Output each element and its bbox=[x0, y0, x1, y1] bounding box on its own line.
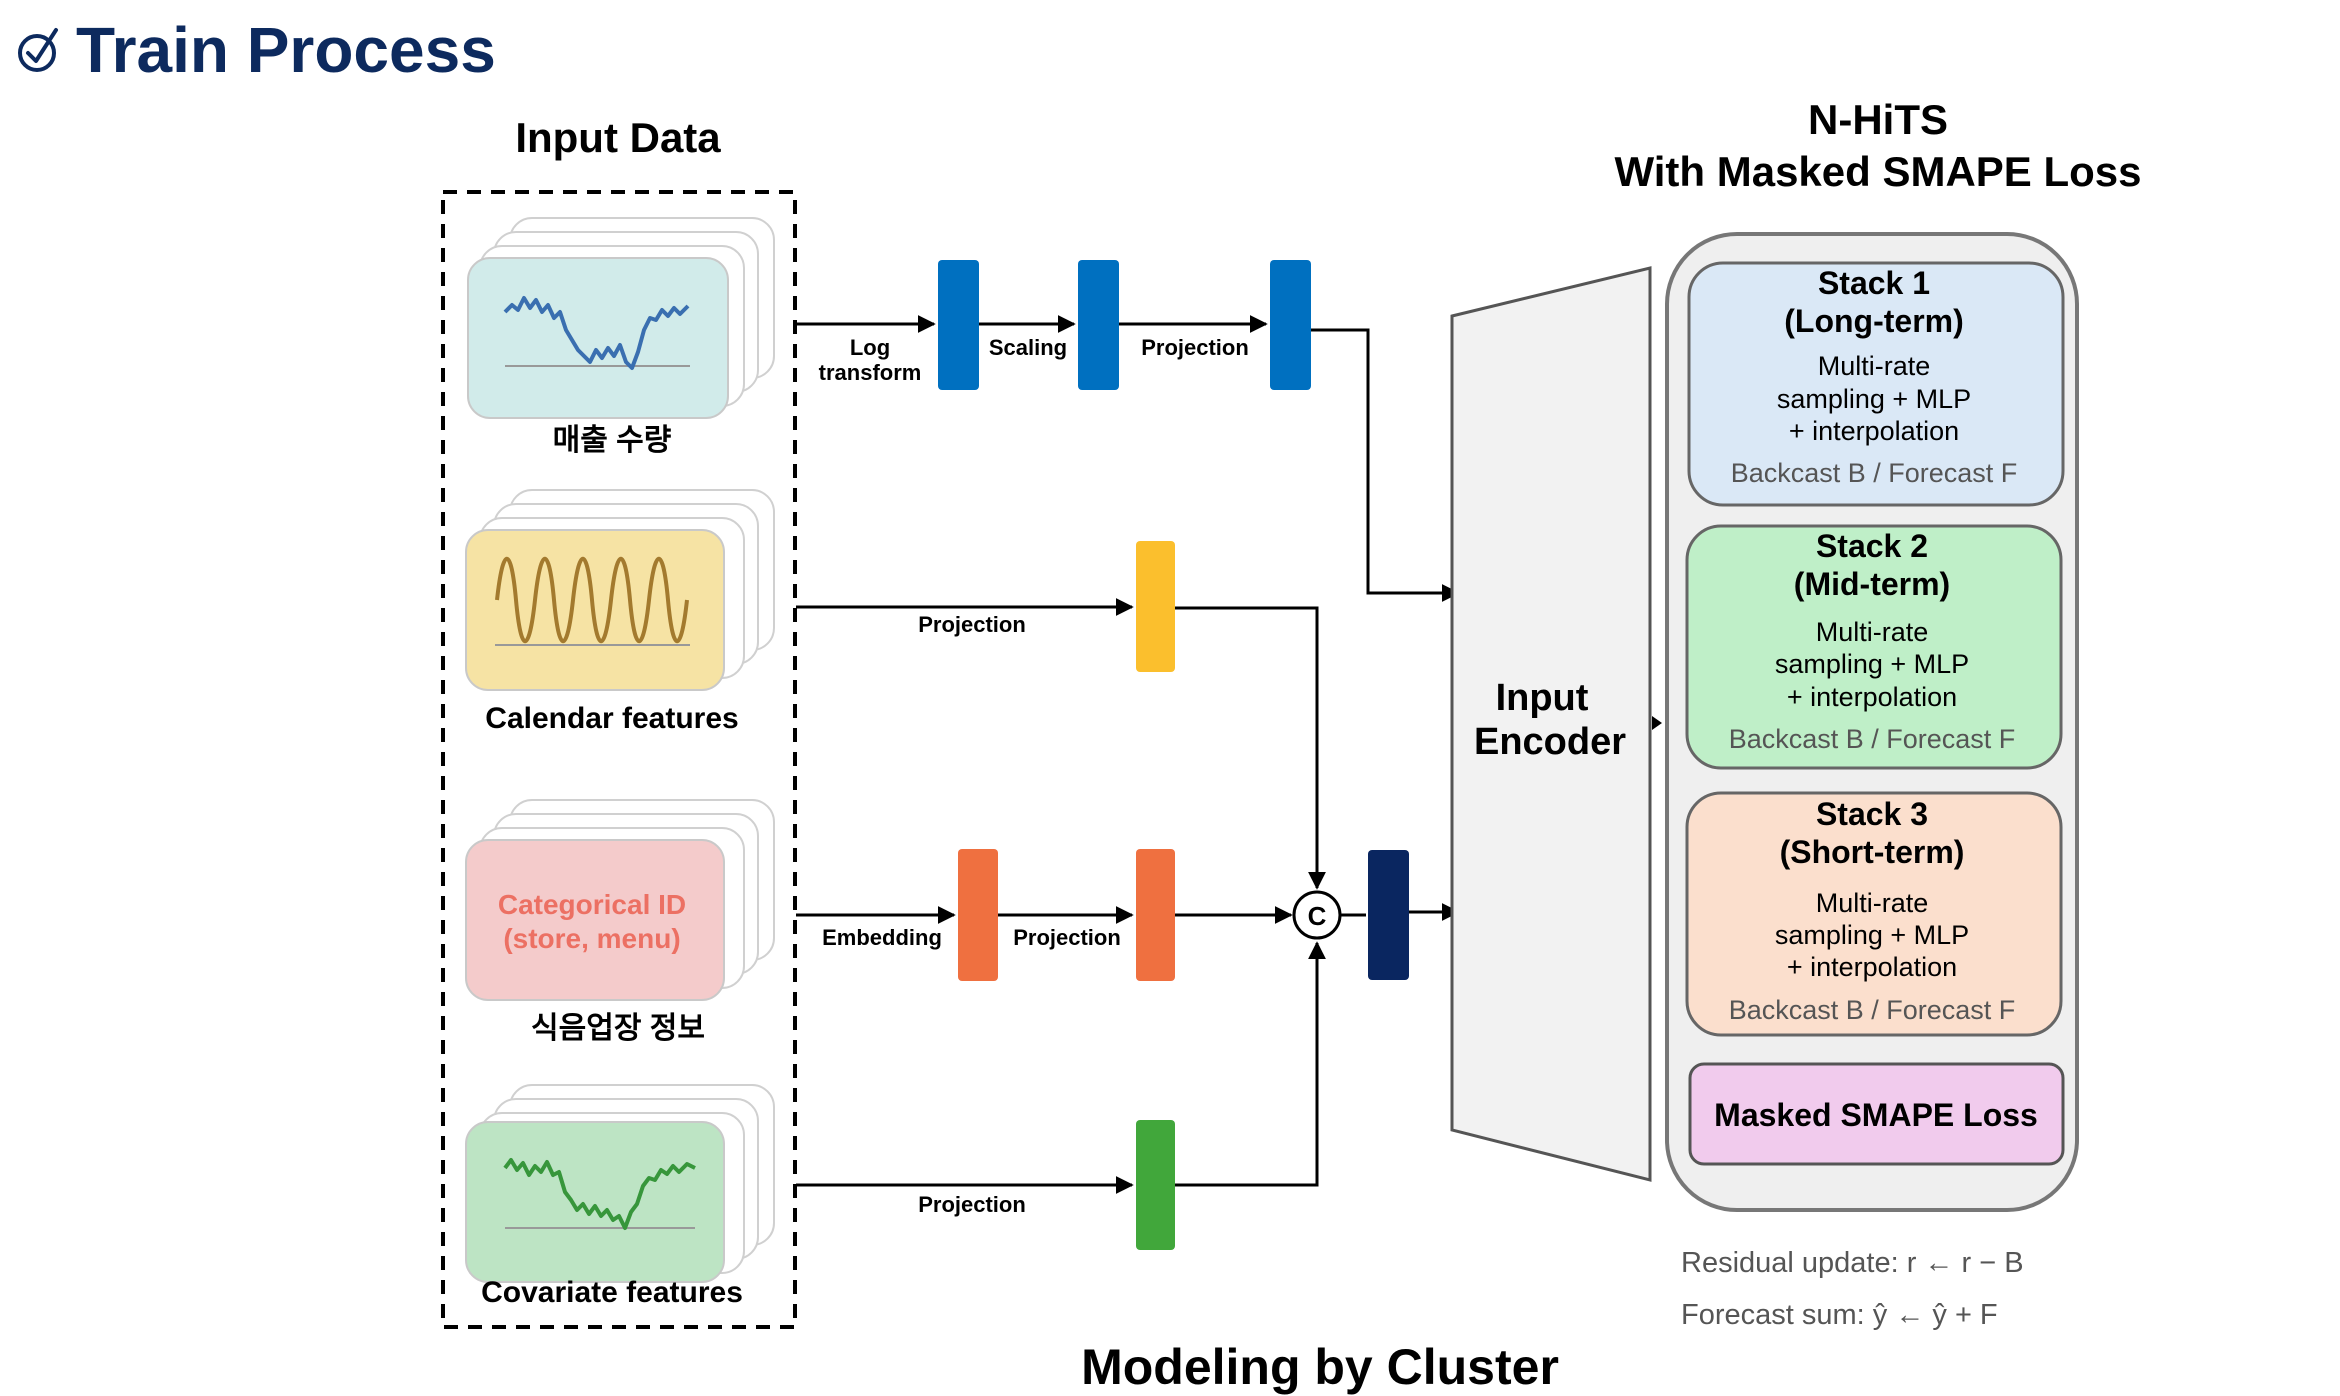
input-label-calendar: Calendar features bbox=[485, 702, 738, 735]
row4-step1-label: Projection bbox=[918, 1192, 1026, 1217]
row3-step2-label: Projection bbox=[1013, 925, 1121, 950]
stack-3-desc-1: Multi-rate bbox=[1816, 888, 1929, 918]
stack-2-card bbox=[1685, 524, 2063, 770]
stack-1-desc-1: Multi-rate bbox=[1818, 351, 1931, 381]
input-card-stack-categorical bbox=[465, 799, 775, 1001]
footer-title: Modeling by Cluster bbox=[1081, 1339, 1559, 1395]
stack-2-footer: Backcast B / Forecast F bbox=[1729, 724, 2016, 754]
categorical-card-text-1: Categorical ID bbox=[498, 889, 686, 920]
stack-2-desc-2: sampling + MLP bbox=[1775, 649, 1969, 679]
residual-note: Residual update: r ← r − B bbox=[1681, 1247, 2024, 1279]
model-title-line1: N-HiTS bbox=[1808, 96, 1948, 143]
stack-3-desc-2: sampling + MLP bbox=[1775, 920, 1969, 950]
stack-3-footer: Backcast B / Forecast F bbox=[1729, 995, 2016, 1025]
input-label-categorical: 식음업장 정보 bbox=[531, 1012, 705, 1045]
row4-to-concat-arrow bbox=[1175, 941, 1326, 1187]
concat-symbol: C bbox=[1308, 901, 1327, 931]
row2-to-concat-arrow bbox=[1175, 606, 1326, 890]
row1-step2-label: Scaling bbox=[989, 335, 1067, 360]
loss-card bbox=[1688, 1062, 2065, 1166]
stack-1-footer: Backcast B / Forecast F bbox=[1731, 458, 2018, 488]
sales-line-chart-icon bbox=[503, 296, 690, 370]
stack-3-title: Stack 3 bbox=[1816, 796, 1928, 832]
row3-embedding-block bbox=[958, 849, 998, 981]
input-label-covariate: Covariate features bbox=[481, 1276, 743, 1309]
loss-label: Masked SMAPE Loss bbox=[1714, 1097, 2038, 1133]
row1-step1-label-2: transform bbox=[819, 360, 922, 385]
stack-2-subtitle: (Mid-term) bbox=[1794, 566, 1950, 602]
stack-2-title: Stack 2 bbox=[1816, 528, 1928, 564]
row2-projection-block bbox=[1136, 541, 1175, 672]
stack-3-card bbox=[1685, 791, 2063, 1037]
row1-scaling-block bbox=[1078, 260, 1119, 390]
stack-1-card bbox=[1687, 261, 2065, 507]
row3-projection-block bbox=[1136, 849, 1175, 981]
input-card-stack-covariate bbox=[465, 1084, 775, 1283]
stack-2-desc-1: Multi-rate bbox=[1816, 617, 1929, 647]
title-check-icon bbox=[18, 28, 58, 72]
covariate-line-chart-icon bbox=[503, 1158, 696, 1230]
encoder-to-model-arrow bbox=[1652, 716, 1662, 730]
input-data-frame bbox=[441, 190, 797, 1329]
input-label-sales: 매출 수량 bbox=[553, 424, 672, 457]
encoder-label-line2: Encoder bbox=[1474, 721, 1626, 763]
stack-2-desc-3: + interpolation bbox=[1787, 682, 1957, 712]
row1-projection-block bbox=[1270, 260, 1311, 390]
row1-log-block bbox=[938, 260, 979, 390]
input-card-stack-calendar bbox=[465, 489, 775, 691]
input-card-stack-sales bbox=[467, 217, 775, 419]
input-data-heading: Input Data bbox=[515, 114, 721, 161]
stack-3-subtitle: (Short-term) bbox=[1780, 834, 1965, 870]
input-encoder-block bbox=[1450, 266, 1652, 1182]
concat-output-block bbox=[1368, 850, 1409, 980]
stack-1-subtitle: (Long-term) bbox=[1784, 303, 1964, 339]
stack-1-desc-3: + interpolation bbox=[1789, 416, 1959, 446]
row1-to-encoder-arrow bbox=[1311, 328, 1460, 602]
row1-step1-label-1: Log bbox=[850, 335, 890, 360]
row2-step1-label: Projection bbox=[918, 612, 1026, 637]
page-title: Train Process bbox=[76, 14, 496, 86]
sine-wave-icon bbox=[495, 557, 689, 643]
categorical-card-text-2: (store, menu) bbox=[503, 923, 680, 954]
stack-1-title: Stack 1 bbox=[1818, 265, 1930, 301]
encoder-label-line1: Input bbox=[1496, 677, 1589, 719]
stack-1-desc-2: sampling + MLP bbox=[1777, 384, 1971, 414]
row1-step3-label: Projection bbox=[1141, 335, 1249, 360]
row4-projection-block bbox=[1136, 1120, 1175, 1250]
stack-3-desc-3: + interpolation bbox=[1787, 952, 1957, 982]
forecast-note: Forecast sum: ŷ ← ŷ + F bbox=[1681, 1299, 1998, 1331]
row3-step1-label: Embedding bbox=[822, 925, 942, 950]
model-title-line2: With Masked SMAPE Loss bbox=[1614, 148, 2141, 195]
